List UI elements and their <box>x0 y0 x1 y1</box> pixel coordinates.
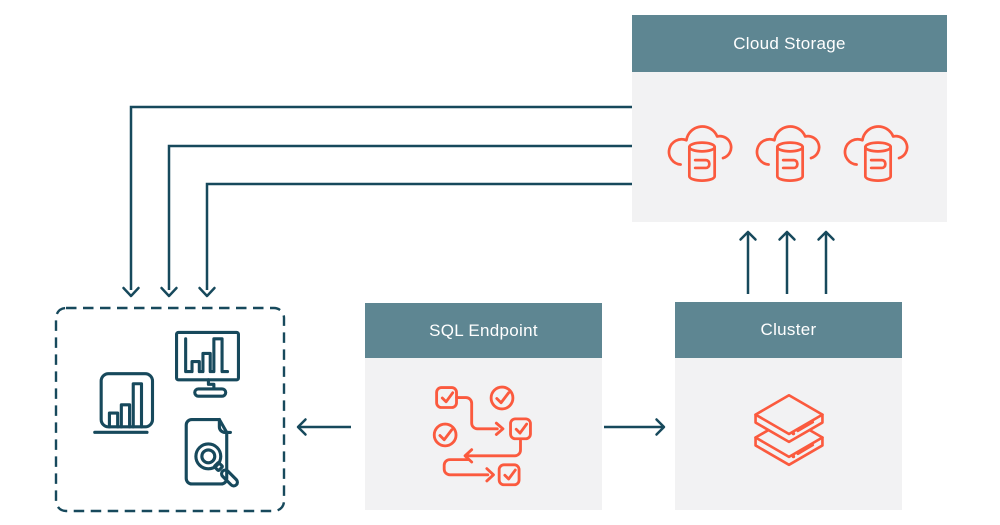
arrow-cluster-to-cloud-3 <box>817 230 835 294</box>
cloud-storage-body <box>632 72 947 222</box>
arrow-sql-to-analytics <box>296 418 351 436</box>
cloud-database-icon <box>843 125 908 182</box>
arrow-cloud-to-analytics-1 <box>122 105 632 298</box>
cluster-header: Cluster <box>675 302 902 358</box>
cloud-database-icon <box>755 125 820 182</box>
arrow-cluster-to-cloud-2 <box>778 230 796 294</box>
arrow-cloud-to-analytics-2 <box>160 144 632 298</box>
cluster-node: Cluster <box>675 302 902 510</box>
sql-endpoint-node: SQL Endpoint <box>365 303 602 510</box>
document-magnifier-icon <box>184 417 239 488</box>
workflow-checklist-icon <box>432 385 532 486</box>
bar-chart-icon <box>93 372 155 434</box>
cloud-storage-label: Cloud Storage <box>733 33 846 53</box>
cloud-storage-node: Cloud Storage <box>632 15 947 222</box>
sql-endpoint-label: SQL Endpoint <box>429 320 538 340</box>
arrow-cloud-to-analytics-3 <box>198 182 632 298</box>
sql-endpoint-header: SQL Endpoint <box>365 303 602 358</box>
sql-endpoint-body <box>365 358 602 510</box>
cloud-database-icon <box>667 125 732 182</box>
arrow-cluster-to-cloud-1 <box>739 230 757 294</box>
stacked-data-layers-icon <box>753 393 824 467</box>
cluster-label: Cluster <box>760 320 817 339</box>
analytics-zone-dashed-border <box>54 306 286 513</box>
upper-layer <box>753 393 824 444</box>
arrow-sql-to-cluster <box>604 418 666 436</box>
cluster-body <box>675 358 902 510</box>
monitor-bar-chart-icon <box>175 330 240 398</box>
cloud-storage-header: Cloud Storage <box>632 15 947 72</box>
